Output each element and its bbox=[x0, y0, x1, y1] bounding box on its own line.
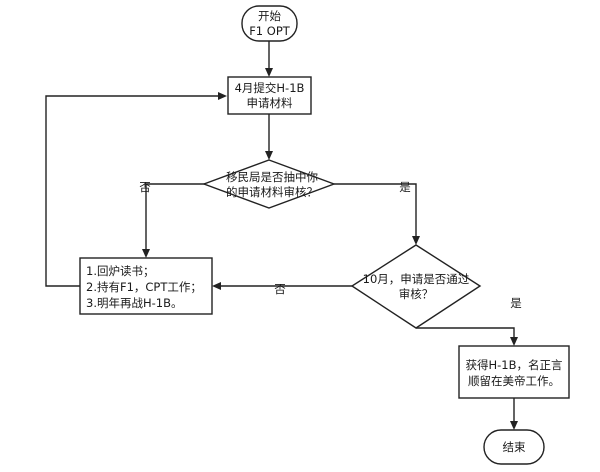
label-review-no: 否 bbox=[274, 282, 286, 296]
node-success: 获得H-1B，名正言 顺留在美帝工作。 bbox=[458, 345, 570, 399]
edge-submit-to-lottery bbox=[265, 114, 273, 160]
start-terminator-shape bbox=[241, 5, 298, 42]
end-terminator-shape bbox=[483, 429, 545, 465]
label-lottery-no: 否 bbox=[139, 180, 151, 194]
node-review-decision: 10月，申请是否通过 审核？ bbox=[350, 244, 482, 329]
review-decision-shape bbox=[350, 244, 482, 329]
end-line-1: 结束 bbox=[503, 440, 526, 454]
node-start: 开始 F1 OPT bbox=[241, 5, 298, 42]
submit-line-2: 申请材料 bbox=[247, 96, 293, 110]
lottery-line-1: 移民局是否抽中你 bbox=[226, 170, 318, 184]
review-line-2: 审核？ bbox=[399, 287, 434, 301]
edge-fallback-loop-to-submit bbox=[45, 92, 227, 287]
label-lottery-yes: 是 bbox=[399, 180, 411, 194]
edge-review-yes-to-success bbox=[416, 327, 518, 346]
start-line-2: F1 OPT bbox=[249, 24, 291, 38]
node-end: 结束 bbox=[483, 429, 545, 465]
lottery-decision-shape bbox=[201, 159, 337, 209]
label-review-yes: 是 bbox=[510, 296, 522, 310]
success-line-1: 获得H-1B，名正言 bbox=[465, 358, 562, 372]
success-line-2: 顺留在美帝工作。 bbox=[468, 374, 560, 388]
node-fallback-plan: 1.回炉读书； 2.持有F1，CPT工作； 3.明年再战H-1B。 bbox=[79, 257, 213, 315]
node-lottery-decision: 移民局是否抽中你 的申请材料审核？ bbox=[201, 159, 337, 209]
fallback-process-shape bbox=[79, 257, 213, 315]
submit-line-1: 4月提交H-1B bbox=[235, 81, 305, 95]
node-submit-application: 4月提交H-1B 申请材料 bbox=[227, 76, 312, 115]
edges bbox=[45, 41, 518, 430]
start-line-1: 开始 bbox=[258, 9, 281, 23]
edge-lottery-yes-to-review bbox=[334, 183, 420, 245]
lottery-line-2: 的申请材料审核？ bbox=[226, 185, 318, 199]
edge-labels: 否 是 否 是 bbox=[139, 180, 522, 310]
edge-review-no-to-fallback bbox=[212, 282, 352, 290]
edge-start-to-submit bbox=[265, 41, 273, 77]
fallback-line-2: 2.持有F1，CPT工作； bbox=[86, 280, 202, 294]
review-line-1: 10月，申请是否通过 bbox=[363, 272, 470, 286]
edge-success-to-end bbox=[510, 398, 518, 430]
fallback-line-3: 3.明年再战H-1B。 bbox=[86, 296, 182, 310]
submit-process-shape bbox=[227, 76, 312, 115]
success-process-shape bbox=[458, 345, 570, 399]
fallback-line-1: 1.回炉读书； bbox=[86, 264, 154, 278]
edge-lottery-no-to-fallback bbox=[142, 183, 215, 258]
